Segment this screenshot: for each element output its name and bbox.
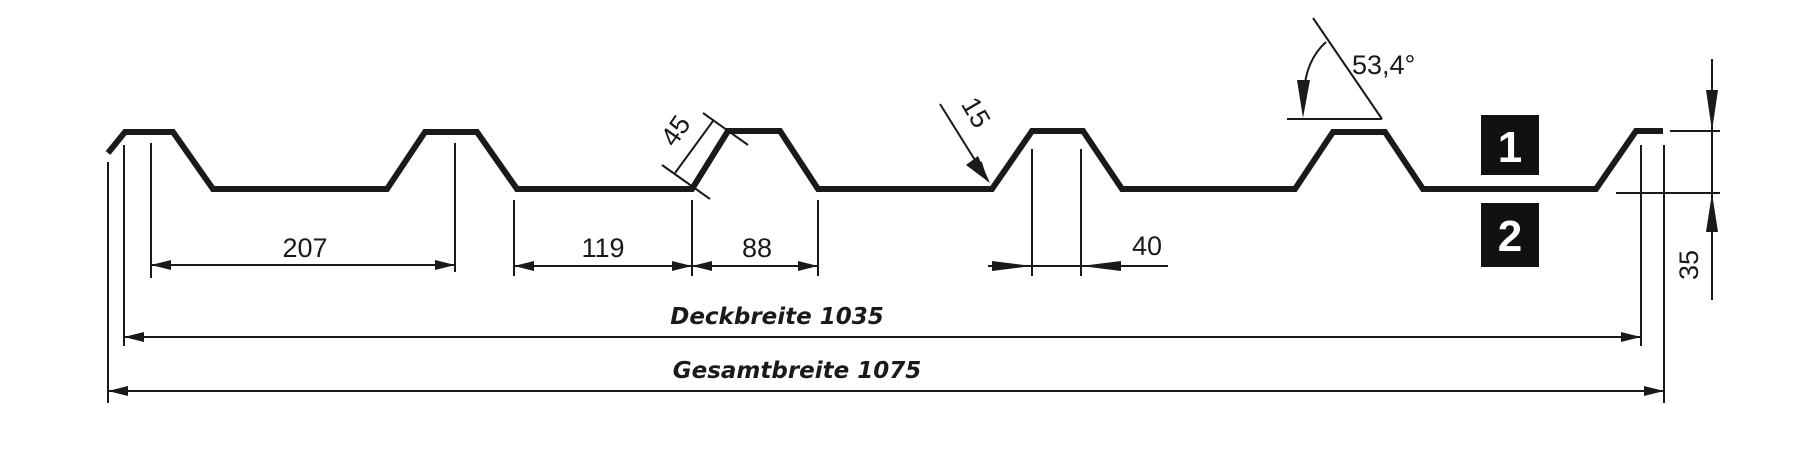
side-label-1: 1 — [1481, 115, 1539, 175]
dimension-35-label: 35 — [1674, 250, 1704, 280]
dimension-119-label: 119 — [581, 233, 624, 263]
dimension-45-label: 45 — [655, 110, 697, 152]
dimension-207: 207 — [151, 233, 455, 270]
dimension-15-radius: 15 — [939, 92, 996, 183]
side-label-2: 2 — [1481, 203, 1539, 267]
total-width-label: Gesamtbreite 1075 — [673, 358, 922, 384]
dimension-88-label: 88 — [742, 233, 772, 263]
sheet-profile — [105, 128, 1663, 192]
dimension-15-label: 15 — [955, 92, 996, 133]
side-label-1-text: 1 — [1498, 123, 1522, 172]
extension-lines — [107, 143, 1665, 403]
dimension-angle: 53,4° — [1287, 17, 1415, 120]
dimension-45: 45 — [655, 110, 749, 200]
dimension-119: 119 — [514, 233, 692, 271]
dimension-40: 40 — [988, 231, 1168, 271]
cover-width-label: Deckbreite 1035 — [670, 304, 884, 330]
dimension-35: 35 — [1616, 59, 1720, 300]
dimension-88: 88 — [692, 233, 818, 271]
dimension-total-width: Gesamtbreite 1075 — [108, 358, 1664, 396]
side-label-2-text: 2 — [1498, 212, 1522, 261]
angle-label: 53,4° — [1352, 50, 1415, 80]
dimension-40-label: 40 — [1132, 231, 1162, 261]
dimension-cover-width: Deckbreite 1035 — [124, 304, 1641, 342]
dimension-207-label: 207 — [282, 233, 327, 263]
